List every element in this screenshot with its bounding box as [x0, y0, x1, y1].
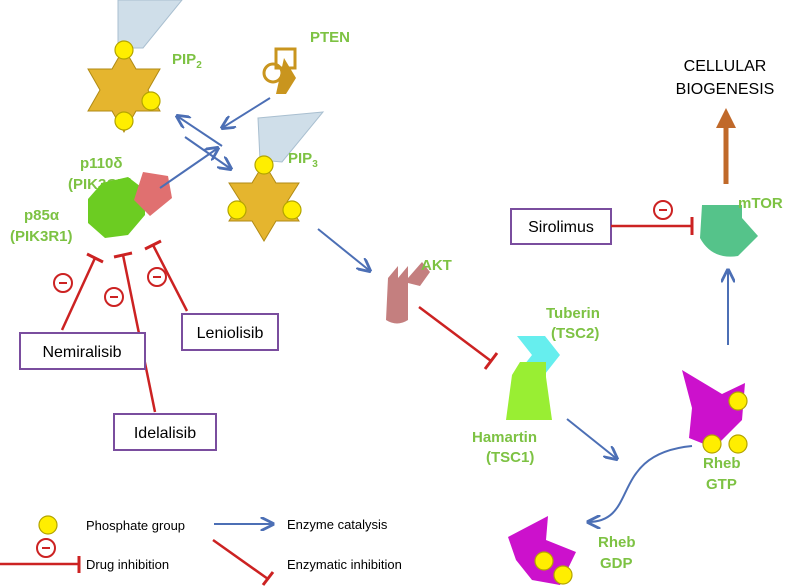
- pip2-inositol-ring: [87, 46, 161, 134]
- phosphate-group: [227, 200, 247, 220]
- legend-phosphate-label: Phosphate group: [86, 518, 185, 533]
- hamartin-label: Hamartin(TSC1): [472, 429, 537, 466]
- pip2-molecule: [87, 0, 183, 134]
- phosphate-group: [141, 91, 161, 111]
- phosphate-group: [553, 565, 573, 585]
- tuberin-label: Tuberin(TSC2): [546, 305, 600, 342]
- rheb-gtp-to-gdp-arrow: [588, 445, 693, 522]
- p85-subunit: [88, 177, 145, 238]
- legend-enzyme-catalysis-label: Enzyme catalysis: [287, 517, 388, 532]
- nemiralisib-box: [19, 332, 146, 370]
- legend-enzymatic-inhibition-line: [212, 538, 269, 581]
- rheb-gdp-protein: [508, 516, 576, 585]
- akt-enzyme: [386, 262, 430, 324]
- inhibition-minus-icon: [104, 287, 124, 307]
- legend-enzymatic-inhibition-label: Enzymatic inhibition: [287, 557, 402, 572]
- pip3-label: PIP3: [288, 150, 318, 170]
- tsc-to-rheb-arrow: [566, 418, 617, 459]
- sirolimus-inhibition: [611, 200, 694, 235]
- phosphate-group: [702, 434, 722, 454]
- legend-phosphate-icon: [38, 515, 58, 535]
- leniolisib-inhibition: [144, 239, 189, 312]
- pip3-to-akt-arrow: [317, 228, 370, 271]
- inhibition-minus-icon: [147, 267, 167, 287]
- pip2-label: PIP2: [172, 51, 202, 71]
- sirolimus-box: [510, 208, 612, 245]
- phosphate-group: [254, 155, 274, 175]
- phosphate-group: [534, 551, 554, 571]
- mtor-label: mTOR: [738, 195, 783, 212]
- nemiralisib-label: Nemiralisib: [42, 344, 121, 361]
- p110-subunit: [134, 172, 172, 216]
- p85-label: p85α(PIK3R1): [10, 207, 73, 245]
- inhibition-minus-icon: [53, 273, 73, 293]
- akt-label: AKT: [421, 257, 452, 274]
- legend-drug-inhibition-label: Drug inhibition: [86, 557, 169, 572]
- pten-to-pip2-arrow: [222, 97, 271, 128]
- leniolisib-label: Leniolisib: [197, 325, 264, 342]
- phosphate-group: [114, 111, 134, 131]
- phosphate-group: [728, 391, 748, 411]
- mtor-kinase: [700, 205, 758, 257]
- pip2-to-pip3-arrow: [184, 136, 231, 169]
- inhibition-minus-icon: [653, 200, 673, 220]
- pip3-inositol-ring: [228, 162, 300, 242]
- legend: Phosphate group Enzyme catalysis Drug in…: [0, 515, 402, 586]
- legend-inhibition-minus-icon: [36, 538, 56, 558]
- pip3-to-pip2-arrow: [177, 116, 223, 147]
- leniolisib-box: [181, 313, 279, 351]
- idelalisib-label: Idelalisib: [134, 425, 196, 442]
- pip3-molecule: [227, 111, 325, 242]
- phosphate-group: [282, 200, 302, 220]
- phosphate-group: [114, 40, 134, 60]
- phosphate-group: [728, 434, 748, 454]
- pi3k-to-pip3-arrow: [159, 148, 218, 189]
- nemiralisib-inhibition: [53, 252, 104, 331]
- sirolimus-label: Sirolimus: [528, 219, 594, 236]
- rheb-gtp-protein: [682, 370, 748, 454]
- pip3-lipid-tail: [257, 111, 325, 163]
- pten-triangle-icon: [276, 58, 296, 94]
- akt-inhibits-tsc: [418, 306, 499, 370]
- hamartin-protein: [506, 362, 552, 420]
- idelalisib-box: [113, 413, 217, 451]
- pten-label: PTEN: [310, 29, 350, 46]
- pten-enzyme: [262, 47, 297, 94]
- pip2-lipid-tail: [117, 0, 183, 49]
